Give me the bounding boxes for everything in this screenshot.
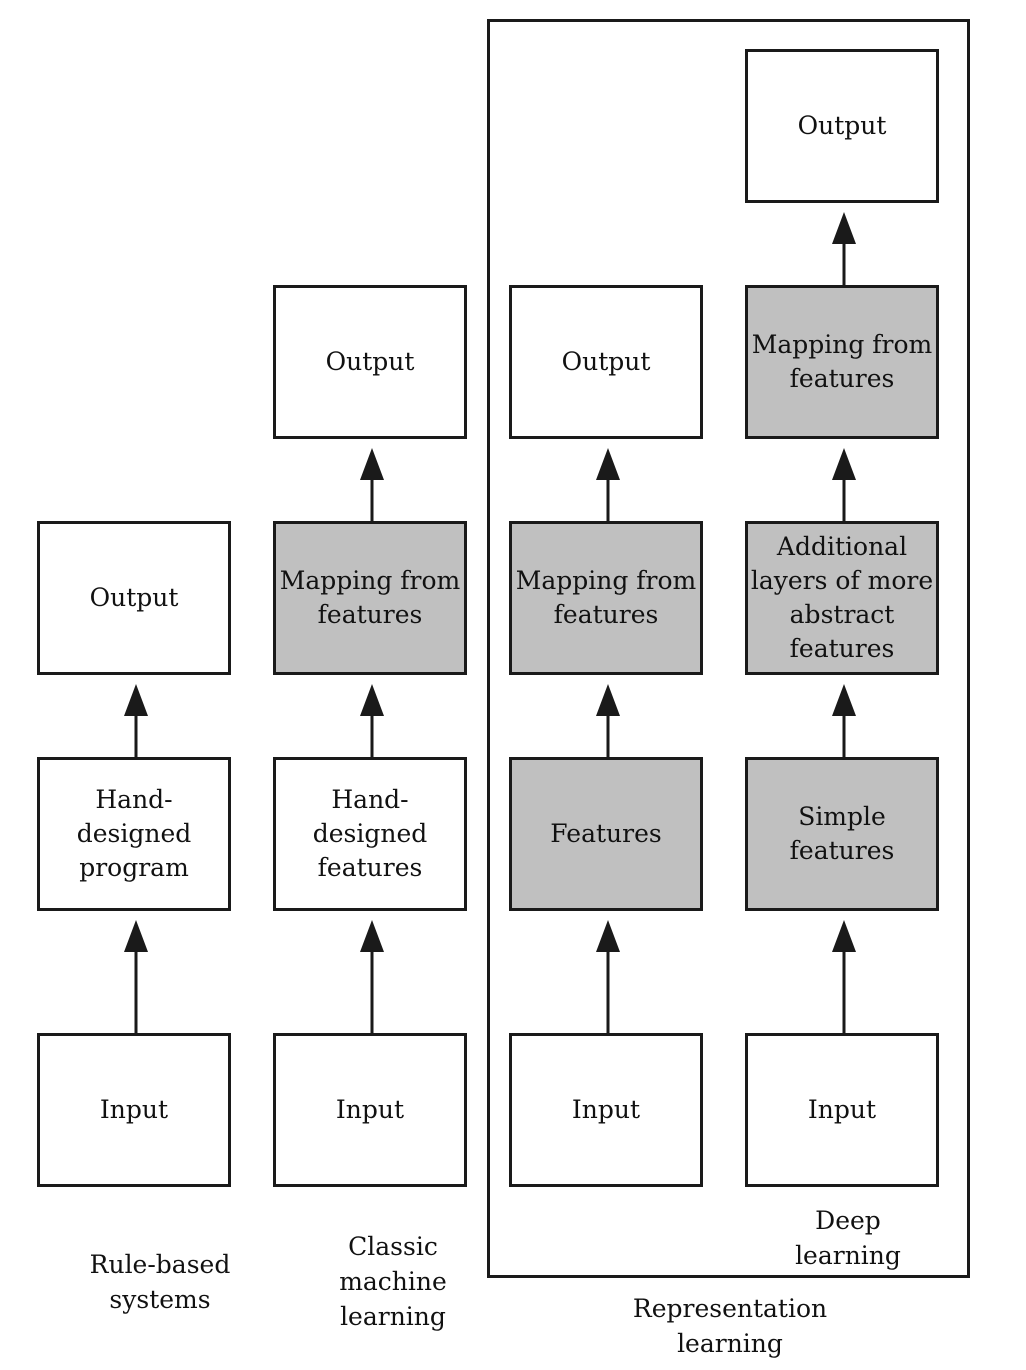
repr-mapping-box: Mapping from features — [509, 521, 703, 675]
arrow-repr-input-to-features — [596, 920, 620, 1033]
deep-mapping-box: Mapping from features — [745, 285, 939, 439]
box-label: Output — [89, 583, 179, 612]
representation-learning-frame — [487, 19, 970, 1278]
deep-output-box: Output — [745, 49, 939, 203]
repr-features-box: Features — [509, 757, 703, 911]
arrow-classic-mapping-to-output — [360, 448, 384, 521]
deep-input-box: Input — [745, 1033, 939, 1187]
box-label: Simple features — [789, 802, 895, 865]
rule-based-hand-designed-program-box: Hand- designed program — [37, 757, 231, 911]
arrow-repr-mapping-to-output — [596, 448, 620, 521]
box-label: Output — [561, 347, 651, 376]
representation-learning-caption: Representation learning — [632, 1294, 828, 1358]
box-label: Hand- designed program — [76, 785, 192, 882]
repr-input-box: Input — [509, 1033, 703, 1187]
box-label: Output — [325, 347, 415, 376]
rule-based-input-box: Input — [37, 1033, 231, 1187]
box-label: Additional layers of more abstract featu… — [750, 532, 934, 663]
arrow-deep-simple-to-abstract — [832, 684, 856, 757]
box-label: Mapping from features — [751, 330, 933, 393]
deep-learning-caption: Deep learning — [795, 1206, 901, 1270]
box-label: Hand- designed features — [312, 785, 428, 882]
arrow-classic-input-to-features — [360, 920, 384, 1033]
rule-based-systems-caption: Rule-based systems — [89, 1250, 231, 1314]
rule-based-output-box: Output — [37, 521, 231, 675]
arrow-deep-abstract-to-mapping — [832, 448, 856, 521]
deep-abstract-features-box: Additional layers of more abstract featu… — [745, 521, 939, 675]
box-label: Input — [335, 1095, 405, 1124]
classic-ml-input-box: Input — [273, 1033, 467, 1187]
repr-output-box: Output — [509, 285, 703, 439]
arrow-deep-input-to-simple — [832, 920, 856, 1033]
box-label: Features — [550, 819, 662, 848]
box-label: Mapping from features — [279, 566, 461, 629]
arrow-deep-mapping-to-output — [832, 212, 856, 285]
arrow-rule-input-to-program — [124, 920, 148, 1033]
box-label: Mapping from features — [515, 566, 697, 629]
deep-simple-features-box: Simple features — [745, 757, 939, 911]
box-label: Input — [99, 1095, 169, 1124]
arrow-repr-features-to-mapping — [596, 684, 620, 757]
classic-ml-output-box: Output — [273, 285, 467, 439]
box-label: Output — [797, 111, 887, 140]
arrow-classic-features-to-mapping — [360, 684, 384, 757]
classic-ml-mapping-box: Mapping from features — [273, 521, 467, 675]
box-label: Input — [571, 1095, 641, 1124]
box-label: Input — [807, 1095, 877, 1124]
classic-ml-hand-designed-features-box: Hand- designed features — [273, 757, 467, 911]
classic-machine-learning-caption: Classic machine learning — [339, 1232, 447, 1331]
arrow-rule-program-to-output — [124, 684, 148, 757]
